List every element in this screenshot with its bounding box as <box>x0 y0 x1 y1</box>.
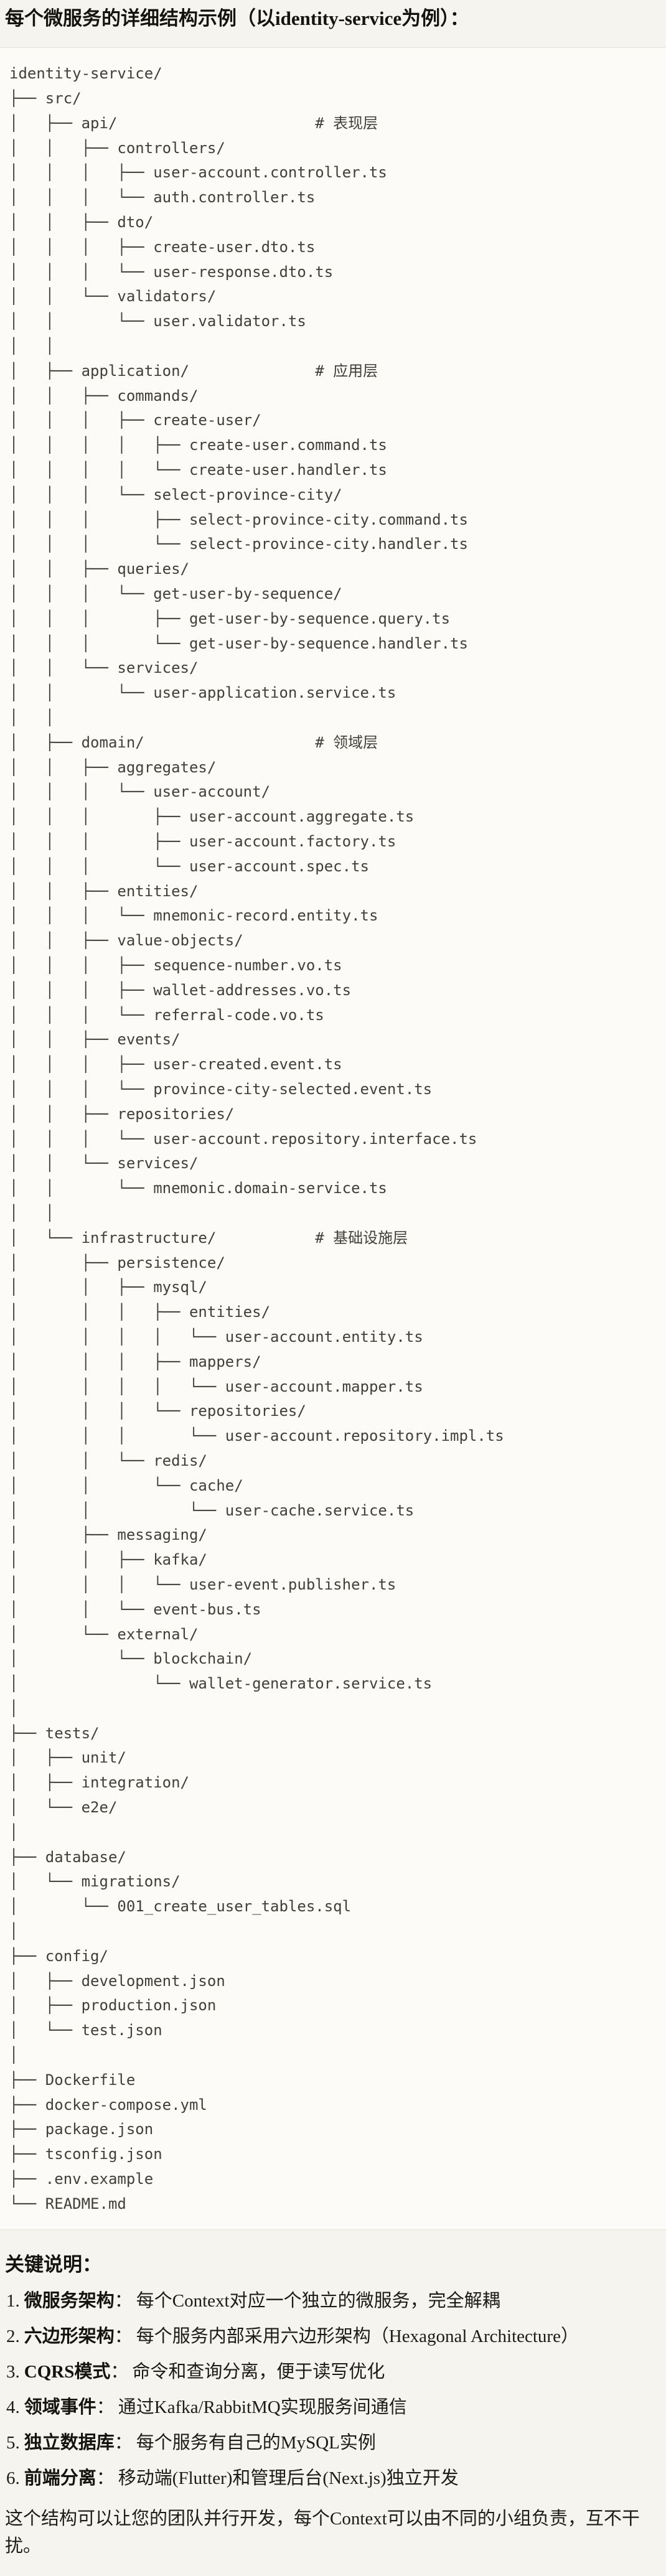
note-text: 每个Context对应一个独立的微服务，完全解耦 <box>136 2290 500 2311</box>
note-colon: ： <box>110 2362 129 2382</box>
note-term: 独立数据库 <box>24 2433 115 2453</box>
note-item-1: 1.微服务架构：每个Context对应一个独立的微服务，完全解耦 <box>6 2287 661 2315</box>
note-colon: ： <box>114 2290 133 2311</box>
note-term: 六边形架构 <box>24 2326 115 2346</box>
note-number: 1. <box>6 2290 20 2311</box>
note-colon: ： <box>114 2433 133 2453</box>
directory-tree-text: identity-service/ ├── src/ │ ├── api/ # … <box>9 65 504 2213</box>
note-colon: ： <box>114 2326 133 2346</box>
page-title: 每个微服务的详细结构示例（以identity-service为例）： <box>5 7 469 29</box>
note-text: 移动端(Flutter)和管理后台(Next.js)独立开发 <box>118 2468 459 2489</box>
note-text: 命令和查询分离，便于读写优化 <box>132 2362 385 2382</box>
notes-list: 1.微服务架构：每个Context对应一个独立的微服务，完全解耦 2.六边形架构… <box>5 2287 661 2492</box>
note-term: CQRS模式 <box>24 2362 111 2382</box>
note-term: 领域事件 <box>24 2397 96 2418</box>
note-text: 每个服务有自己的MySQL实例 <box>136 2433 376 2453</box>
note-text: 每个服务内部采用六边形架构（Hexagonal Architecture） <box>136 2326 579 2346</box>
note-number: 2. <box>6 2326 20 2346</box>
notes-heading: 关键说明： <box>5 2253 101 2275</box>
note-colon: ： <box>96 2468 115 2489</box>
note-number: 4. <box>6 2397 20 2418</box>
note-number: 6. <box>6 2468 20 2489</box>
note-item-5: 5.独立数据库：每个服务有自己的MySQL实例 <box>6 2429 661 2457</box>
note-item-3: 3.CQRS模式：命令和查询分离，便于读写优化 <box>6 2358 661 2386</box>
note-term: 微服务架构 <box>24 2290 115 2311</box>
directory-tree-code-block: identity-service/ ├── src/ │ ├── api/ # … <box>0 47 666 2230</box>
note-text: 通过Kafka/RabbitMQ实现服务间通信 <box>118 2397 407 2418</box>
note-colon: ： <box>96 2397 115 2418</box>
note-item-6: 6.前端分离：移动端(Flutter)和管理后台(Next.js)独立开发 <box>6 2465 661 2492</box>
note-item-4: 4.领域事件：通过Kafka/RabbitMQ实现服务间通信 <box>6 2394 661 2421</box>
closing-paragraph: 这个结构可以让您的团队并行开发，每个Context可以由不同的小组负责，互不干扰… <box>5 2509 640 2556</box>
note-number: 5. <box>6 2433 20 2453</box>
note-number: 3. <box>6 2362 20 2382</box>
note-item-2: 2.六边形架构：每个服务内部采用六边形架构（Hexagonal Architec… <box>6 2323 661 2350</box>
note-term: 前端分离 <box>24 2468 96 2489</box>
